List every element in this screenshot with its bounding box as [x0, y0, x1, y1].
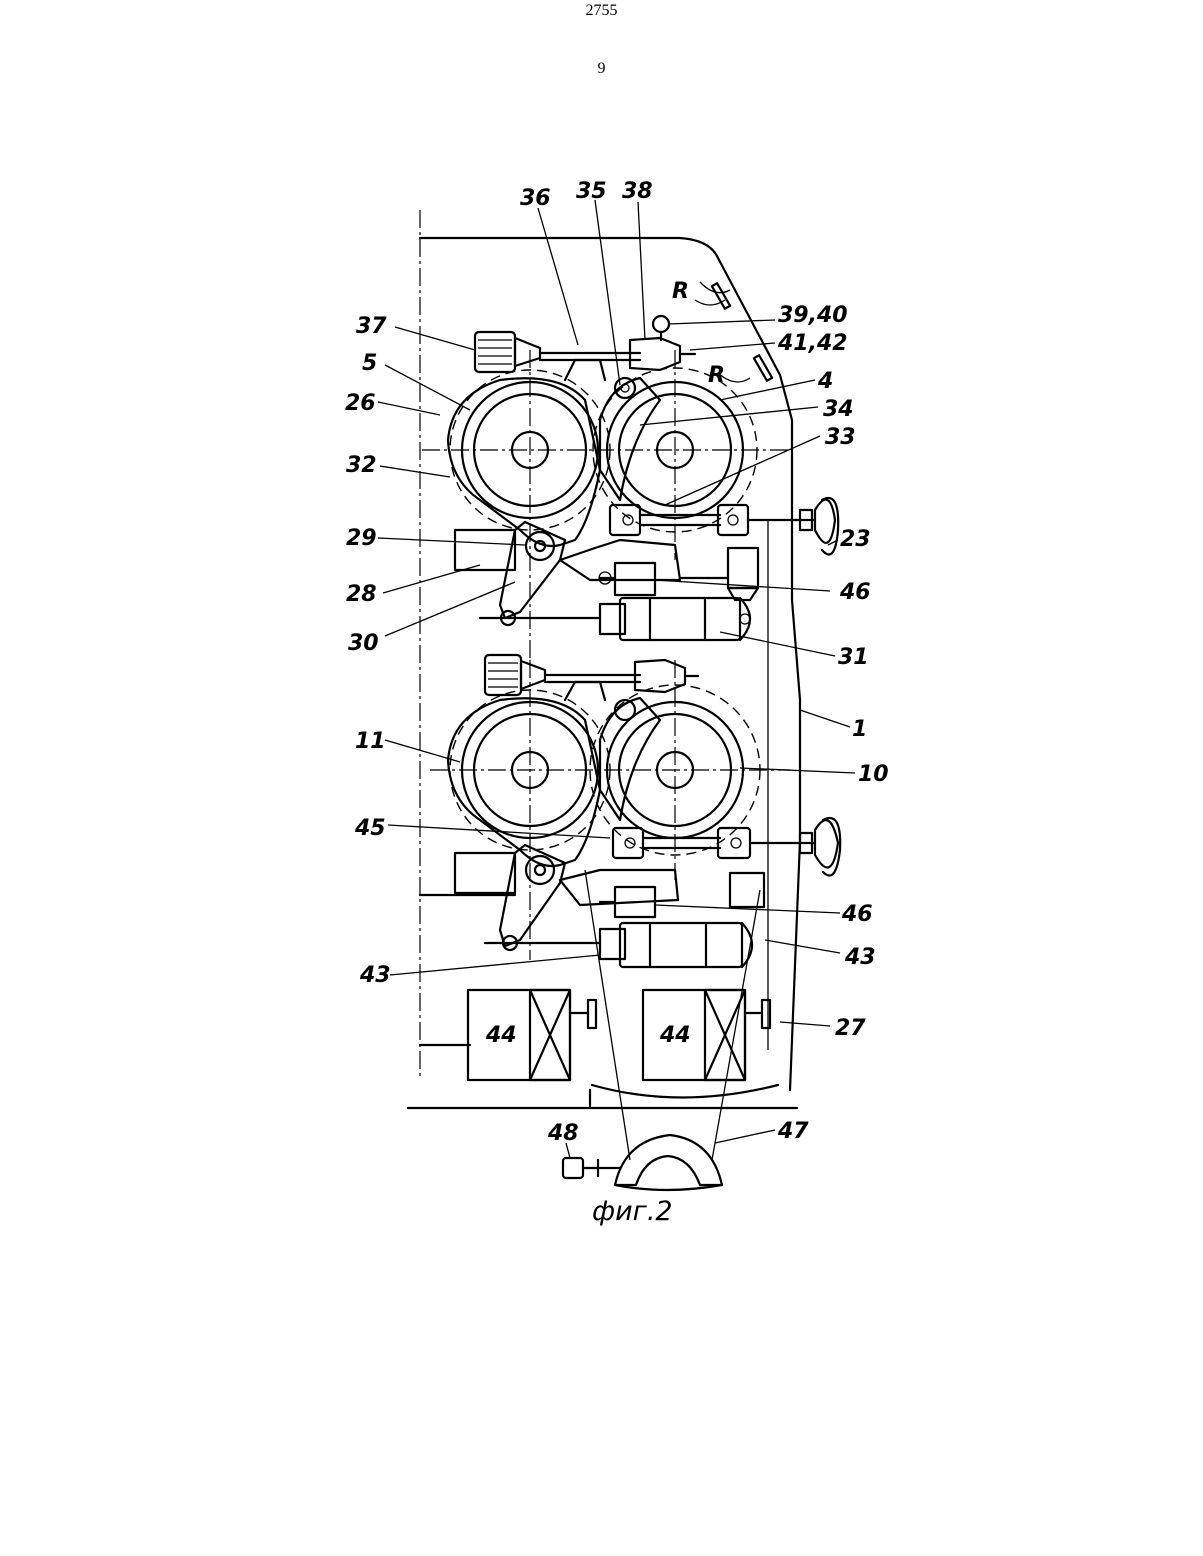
- lower-handwheel-assembly: [613, 818, 840, 876]
- upper-lever-cylinder: [455, 522, 758, 640]
- label-r-upper: R: [672, 279, 689, 304]
- upper-adjuster: [475, 316, 695, 380]
- label-10: 10: [858, 762, 889, 787]
- lower-roll-left: [448, 690, 610, 866]
- label-35: 35: [576, 179, 607, 204]
- label-30: 30: [348, 631, 379, 656]
- label-34: 34: [823, 397, 854, 422]
- label-39-40: 39,40: [778, 303, 848, 328]
- label-46-upper: 46: [839, 580, 871, 605]
- label-29: 29: [346, 526, 377, 551]
- label-1: 1: [852, 717, 867, 742]
- lower-adjuster: [485, 655, 698, 700]
- lower-lever-cylinder: [420, 845, 764, 967]
- label-48: 48: [547, 1121, 579, 1146]
- label-5: 5: [362, 351, 377, 376]
- label-38: 38: [622, 179, 653, 204]
- label-44-right: 44: [659, 1023, 691, 1048]
- label-27: 27: [835, 1016, 866, 1041]
- label-26: 26: [345, 391, 376, 416]
- figure-caption: фиг.2: [592, 1196, 673, 1227]
- label-46-lower: 46: [841, 902, 873, 927]
- label-37: 37: [356, 314, 387, 339]
- label-32: 32: [346, 453, 377, 478]
- label-45: 45: [354, 816, 386, 841]
- label-47: 47: [777, 1119, 809, 1144]
- label-23: 23: [840, 527, 871, 552]
- rotation-arrows: [695, 282, 772, 382]
- label-28: 28: [346, 582, 377, 607]
- label-36: 36: [520, 186, 551, 211]
- label-43-left: 43: [359, 963, 391, 988]
- label-33: 33: [825, 425, 856, 450]
- label-r-lower: R: [708, 363, 725, 388]
- label-4: 4: [817, 369, 833, 394]
- label-43-right: 43: [844, 945, 876, 970]
- machine-frame: [408, 210, 800, 1108]
- upper-roll-left: [448, 370, 610, 546]
- label-44-left: 44: [485, 1023, 517, 1048]
- label-41-42: 41,42: [777, 331, 848, 356]
- label-31: 31: [838, 645, 869, 670]
- label-11: 11: [355, 729, 386, 754]
